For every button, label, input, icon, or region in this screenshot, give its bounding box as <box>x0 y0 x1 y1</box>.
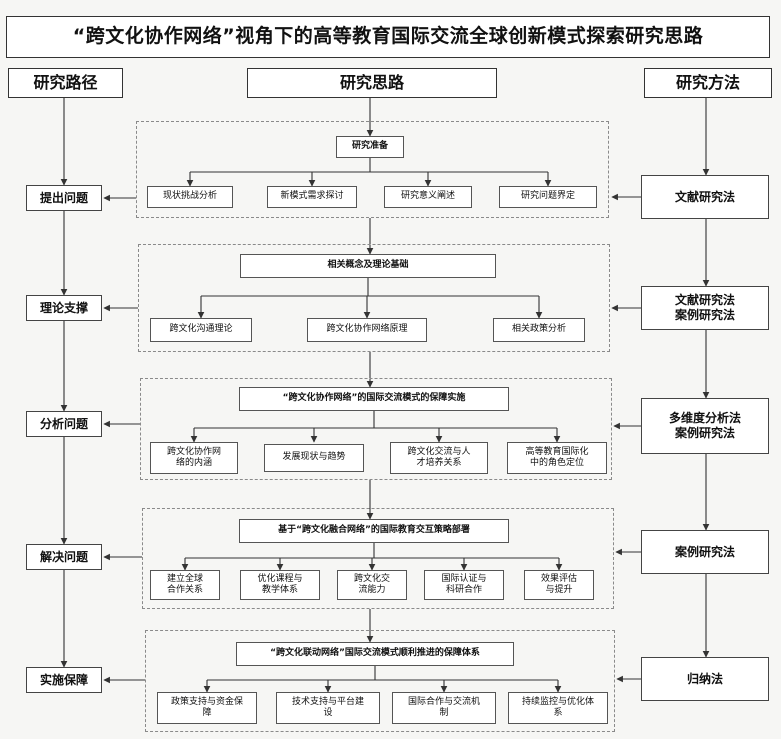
section-5-item-4: 持续监控与优化体系 <box>508 692 608 724</box>
section-1-item-4: 研究问题界定 <box>499 186 597 208</box>
path-step-2: 理论支撑 <box>26 295 102 321</box>
section-5-heading: “跨文化联动网络”国际交流模式顺利推进的保障体系 <box>236 642 514 666</box>
method-5: 归纳法 <box>641 657 769 701</box>
method-3: 多维度分析法案例研究法 <box>641 398 769 454</box>
section-1-item-2: 新模式需求探讨 <box>267 186 357 208</box>
section-1-heading: 研究准备 <box>336 136 404 158</box>
section-2-item-3: 相关政策分析 <box>493 318 585 342</box>
section-frame-1 <box>136 121 609 218</box>
section-frame-4 <box>142 508 614 609</box>
method-1: 文献研究法 <box>641 175 769 219</box>
section-3-item-4: 高等教育国际化中的角色定位 <box>507 442 607 474</box>
section-2-heading: 相关概念及理论基础 <box>240 254 496 278</box>
section-3-heading: “跨文化协作网络”的国际交流模式的保障实施 <box>239 387 509 411</box>
section-frame-2 <box>138 244 610 352</box>
section-2-item-2: 跨文化协作网络原理 <box>307 318 427 342</box>
path-step-1: 提出问题 <box>26 185 102 211</box>
section-3-item-3: 跨文化交流与人才培养关系 <box>390 442 488 474</box>
section-frame-5 <box>145 630 615 732</box>
path-step-4: 解决问题 <box>26 544 102 570</box>
path-step-5: 实施保障 <box>26 667 102 693</box>
section-5-item-2: 技术支持与平台建设 <box>276 692 380 724</box>
path-step-3: 分析问题 <box>26 411 102 437</box>
header-research-thinking: 研究思路 <box>247 68 497 98</box>
header-research-method: 研究方法 <box>644 68 772 98</box>
section-3-item-2: 发展现状与趋势 <box>264 444 364 472</box>
section-4-item-3: 跨文化交流能力 <box>337 570 407 600</box>
section-4-item-5: 效果评估与提升 <box>524 570 594 600</box>
section-2-item-1: 跨文化沟通理论 <box>150 318 252 342</box>
section-4-item-4: 国际认证与科研合作 <box>424 570 504 600</box>
section-5-item-3: 国际合作与交流机制 <box>392 692 496 724</box>
section-4-item-2: 优化课程与教学体系 <box>240 570 320 600</box>
section-4-heading: 基于“跨文化融合网络”的国际教育交互策略部署 <box>239 519 509 543</box>
section-3-item-1: 跨文化协作网络的内涵 <box>150 442 238 474</box>
diagram-title: “跨文化协作网络”视角下的高等教育国际交流全球创新模式探索研究思路 <box>6 16 770 58</box>
method-2: 文献研究法案例研究法 <box>641 286 769 330</box>
method-4: 案例研究法 <box>641 530 769 574</box>
section-1-item-1: 现状挑战分析 <box>147 186 233 208</box>
section-frame-3 <box>140 378 612 480</box>
header-research-path: 研究路径 <box>8 68 123 98</box>
section-1-item-3: 研究意义阐述 <box>384 186 472 208</box>
section-5-item-1: 政策支持与资金保障 <box>157 692 257 724</box>
section-4-item-1: 建立全球合作关系 <box>150 570 220 600</box>
